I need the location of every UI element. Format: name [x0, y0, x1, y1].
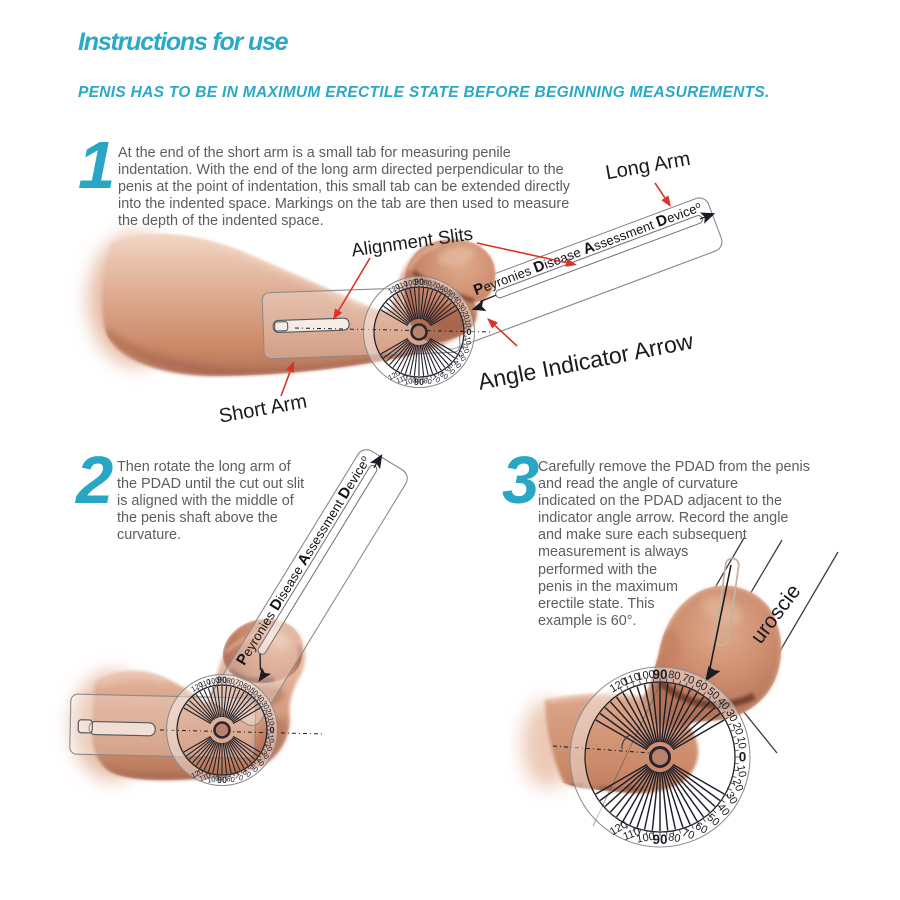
- svg-text:90: 90: [217, 675, 227, 685]
- svg-text:100: 100: [206, 675, 220, 686]
- svg-text:30: 30: [259, 749, 271, 761]
- svg-text:10: 10: [463, 318, 473, 328]
- svg-text:110: 110: [622, 826, 643, 843]
- svg-text:60: 60: [693, 677, 710, 694]
- svg-text:70: 70: [431, 373, 442, 384]
- svg-text:20: 20: [460, 344, 471, 355]
- svg-text:20: 20: [730, 777, 745, 793]
- svg-text:Short Arm: Short Arm: [217, 391, 308, 428]
- svg-text:60: 60: [241, 767, 253, 779]
- svg-text:10: 10: [266, 734, 276, 744]
- svg-text:100: 100: [206, 774, 220, 785]
- svg-text:60: 60: [693, 820, 710, 837]
- svg-text:20: 20: [263, 742, 274, 753]
- svg-text:30: 30: [723, 790, 740, 807]
- svg-text:70: 70: [234, 677, 245, 688]
- svg-text:80: 80: [226, 676, 236, 686]
- svg-text:80: 80: [667, 669, 681, 683]
- svg-text:10: 10: [734, 764, 748, 778]
- svg-text:10: 10: [734, 736, 748, 750]
- svg-text:100: 100: [403, 277, 417, 288]
- svg-text:10: 10: [463, 336, 473, 346]
- svg-text:70: 70: [680, 827, 696, 842]
- svg-text:70: 70: [680, 672, 696, 687]
- svg-text:110: 110: [198, 771, 212, 783]
- svg-text:90: 90: [414, 377, 424, 387]
- svg-text:60: 60: [438, 283, 450, 295]
- svg-text:30: 30: [456, 351, 468, 363]
- svg-text:0: 0: [269, 725, 274, 735]
- svg-text:80: 80: [667, 831, 681, 845]
- svg-text:100: 100: [636, 668, 656, 683]
- svg-text:100: 100: [403, 376, 417, 387]
- svg-text:110: 110: [395, 373, 409, 385]
- svg-text:60: 60: [241, 681, 253, 693]
- svg-text:90: 90: [652, 667, 667, 682]
- svg-text:110: 110: [395, 279, 409, 291]
- svg-text:70: 70: [431, 279, 442, 290]
- svg-text:80: 80: [226, 774, 236, 784]
- svg-text:30: 30: [723, 707, 740, 724]
- svg-text:80: 80: [423, 278, 433, 288]
- svg-text:0: 0: [466, 327, 471, 337]
- svg-text:0: 0: [739, 750, 747, 765]
- svg-text:90: 90: [652, 832, 667, 847]
- svg-text:80: 80: [423, 376, 433, 386]
- svg-text:110: 110: [622, 671, 643, 688]
- svg-text:90: 90: [414, 277, 424, 287]
- svg-text:20: 20: [263, 707, 274, 718]
- svg-text:100: 100: [636, 831, 656, 846]
- svg-text:Long Arm: Long Arm: [604, 148, 692, 185]
- svg-text:30: 30: [259, 699, 271, 711]
- svg-text:20: 20: [730, 721, 745, 737]
- svg-text:90: 90: [217, 775, 227, 785]
- svg-text:30: 30: [456, 301, 468, 313]
- svg-text:60: 60: [438, 369, 450, 381]
- svg-text:20: 20: [460, 309, 471, 320]
- svg-text:10: 10: [266, 716, 276, 726]
- svg-text:70: 70: [234, 771, 245, 782]
- svg-text:110: 110: [198, 677, 212, 689]
